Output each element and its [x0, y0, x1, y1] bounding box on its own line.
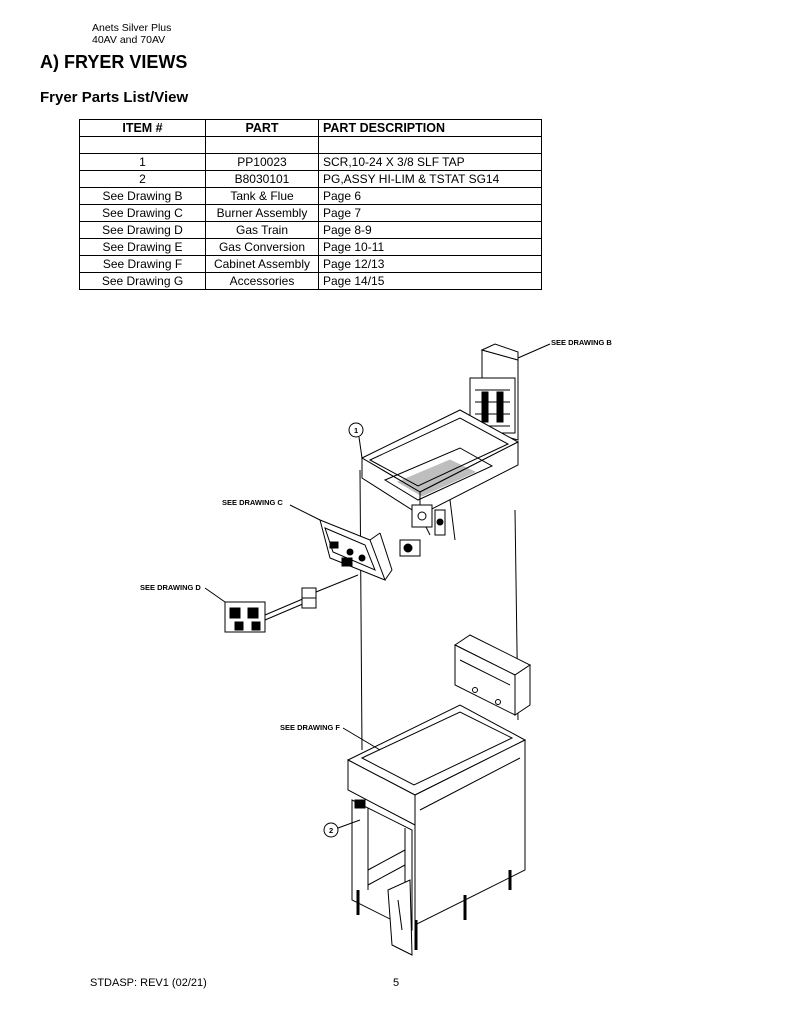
flue-box-drawing — [469, 343, 519, 441]
leader-line — [289, 504, 321, 521]
callout-see-drawing-b: SEE DRAWING B — [551, 338, 612, 347]
burner-assembly-drawing — [319, 519, 421, 581]
cell-item: See Drawing B — [79, 187, 206, 205]
header-variant-line: 40AV and 70AV — [92, 34, 166, 46]
item-1-callout-circle — [348, 422, 364, 438]
header-model-line: Anets Silver Plus — [92, 22, 172, 34]
table-row: See Drawing G Accessories Page 14/15 — [79, 272, 542, 290]
cell-description — [318, 136, 542, 154]
cell-item — [79, 136, 206, 154]
cell-item: See Drawing D — [79, 221, 206, 239]
cell-part: PP10023 — [205, 153, 319, 171]
callout-see-drawing-f: SEE DRAWING F — [280, 723, 340, 732]
section-title: A) FRYER VIEWS — [40, 52, 188, 72]
cell-description: Page 10-11 — [318, 238, 542, 256]
assembly-guide-line — [359, 469, 363, 751]
leader-line — [342, 727, 381, 751]
leader-line — [358, 436, 363, 459]
col-header-description: PART DESCRIPTION — [318, 119, 542, 137]
cell-part: Tank & Flue — [205, 187, 319, 205]
cell-item: See Drawing F — [79, 255, 206, 273]
cell-item: 2 — [79, 170, 206, 188]
cell-part: Gas Conversion — [205, 238, 319, 256]
cell-description: Page 8-9 — [318, 221, 542, 239]
cell-part: Burner Assembly — [205, 204, 319, 222]
cell-part: B8030101 — [205, 170, 319, 188]
cell-part — [205, 136, 319, 154]
cell-description: Page 6 — [318, 187, 542, 205]
subsection-title: Fryer Parts List/View — [40, 89, 189, 106]
table-row: 1 PP10023 SCR,10-24 X 3/8 SLF TAP — [79, 153, 542, 171]
document-header: Anets Silver Plus 40AV and 70AV — [92, 22, 171, 46]
page-number: 5 — [393, 977, 400, 989]
table-row — [79, 136, 542, 154]
gas-train-drawing — [224, 574, 359, 633]
item-2-callout-circle — [323, 822, 339, 838]
document-revision: STDASP: REV1 (02/21) — [90, 977, 207, 989]
cell-part: Accessories — [205, 272, 319, 290]
cell-part: Cabinet Assembly — [205, 255, 319, 273]
callout-see-drawing-c: SEE DRAWING C — [222, 498, 283, 507]
table-header-row: ITEM # PART PART DESCRIPTION — [79, 119, 542, 137]
table-row: See Drawing B Tank & Flue Page 6 — [79, 187, 542, 205]
leader-line — [517, 343, 551, 359]
cell-description: Page 12/13 — [318, 255, 542, 273]
cabinet-drawing — [346, 634, 531, 956]
table-row: See Drawing C Burner Assembly Page 7 — [79, 204, 542, 222]
col-header-item: ITEM # — [79, 119, 206, 137]
cell-item: 1 — [79, 153, 206, 171]
item-2-callout-number: 2 — [329, 826, 333, 835]
leader-line — [204, 587, 226, 603]
col-header-part: PART — [205, 119, 319, 137]
cell-description: Page 14/15 — [318, 272, 542, 290]
table-row: See Drawing F Cabinet Assembly Page 12/1… — [79, 255, 542, 273]
cell-description: SCR,10-24 X 3/8 SLF TAP — [318, 153, 542, 171]
cell-part: Gas Train — [205, 221, 319, 239]
table-row: See Drawing E Gas Conversion Page 10-11 — [79, 238, 542, 256]
table-row: 2 B8030101 PG,ASSY HI-LIM & TSTAT SG14 — [79, 170, 542, 188]
leader-line — [337, 819, 361, 829]
cell-item: See Drawing E — [79, 238, 206, 256]
parts-table: ITEM # PART PART DESCRIPTION 1 PP10023 S… — [79, 119, 542, 290]
cell-item: See Drawing G — [79, 272, 206, 290]
cell-description: PG,ASSY HI-LIM & TSTAT SG14 — [318, 170, 542, 188]
cell-item: See Drawing C — [79, 204, 206, 222]
fry-tank-drawing — [360, 409, 520, 541]
table-row: See Drawing D Gas Train Page 8-9 — [79, 221, 542, 239]
cell-description: Page 7 — [318, 204, 542, 222]
item-1-callout-number: 1 — [354, 426, 358, 435]
fryer-exploded-view: SEE DRAWING B SEE DRAWING C SEE DRAWING … — [140, 338, 612, 956]
callout-see-drawing-d: SEE DRAWING D — [140, 583, 201, 592]
